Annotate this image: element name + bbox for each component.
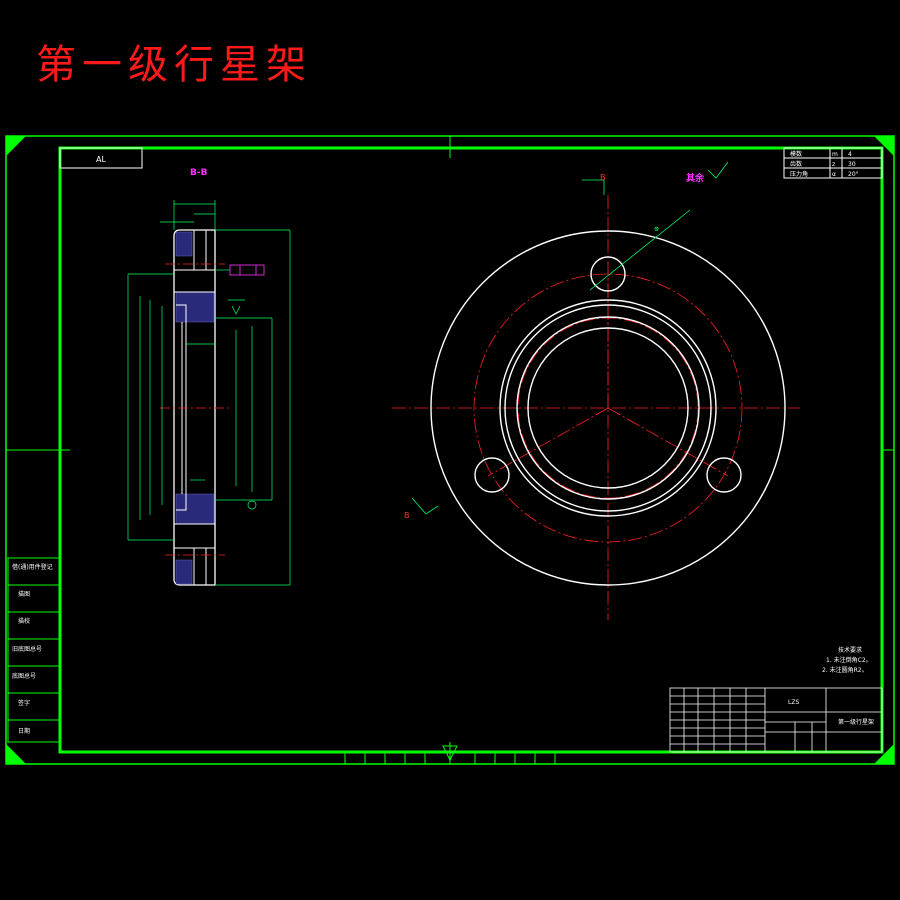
param-val-0: 4 (848, 151, 852, 158)
note-2: 2. 未注圆角R2。 (822, 666, 868, 674)
stamp-label: AL (96, 155, 106, 164)
strip-label-4: 底图总号 (12, 672, 36, 680)
section-view: B-B (127, 168, 291, 586)
strip-label-0: 借(通)用件登记 (12, 563, 53, 571)
note-0: 技术要求 (838, 646, 862, 654)
cut-mark-top: B (600, 173, 606, 182)
param-sym-0: m (832, 151, 838, 158)
cut-mark-bottom: B (404, 511, 410, 520)
section-label: B-B (190, 168, 208, 178)
bottom-ruler (344, 752, 556, 764)
corner-markers (6, 136, 894, 764)
hole-callout: Φ (653, 225, 661, 234)
drawing-code: LZS (788, 699, 799, 706)
strip-label-5: 签字 (18, 699, 30, 707)
parameter-table: 模数 m 4 齿数 z 30 压力角 α 20° (783, 147, 883, 179)
outer-frame (5, 135, 895, 765)
drawing-title: 第一级行星架 (36, 42, 312, 88)
title-block (669, 687, 883, 753)
strip-label-1: 描图 (18, 590, 30, 598)
strip-label-3: 旧底图总号 (12, 645, 42, 653)
left-strip: 借(通)用件登记 描图 描校 旧底图总号 底图总号 签字 日期 (7, 557, 61, 743)
param-sym-1: z (832, 161, 835, 168)
strip-label-2: 描校 (18, 617, 30, 625)
param-sym-2: α (832, 171, 836, 178)
centering-marks (6, 136, 894, 764)
stamp-box (59, 147, 143, 169)
title-block-part-name: 第一级行星架 (838, 718, 874, 726)
param-name-0: 模数 (790, 150, 802, 158)
tolerance-frame (229, 264, 265, 276)
param-val-2: 20° (848, 171, 859, 178)
strip-label-6: 日期 (18, 727, 30, 735)
param-name-2: 压力角 (790, 170, 808, 178)
technical-notes: 技术要求 1. 未注倒角C2。 2. 未注圆角R2。 (822, 646, 872, 674)
front-view: B B 其余 Φ (392, 161, 800, 620)
note-1: 1. 未注倒角C2。 (826, 656, 872, 664)
surface-note: 其余 (686, 172, 705, 184)
param-name-1: 齿数 (790, 160, 802, 168)
param-val-1: 30 (848, 161, 856, 168)
